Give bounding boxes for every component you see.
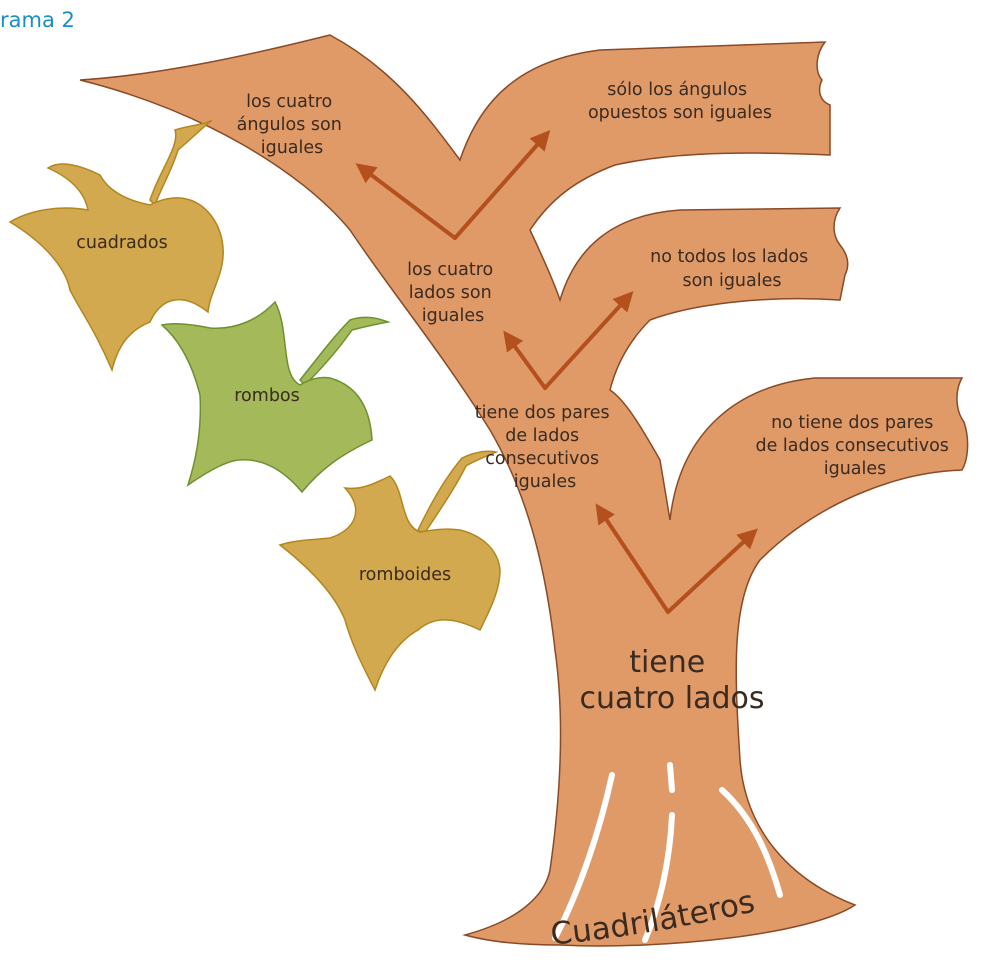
arrow <box>453 130 551 240</box>
tree-trunk-shape <box>79 34 969 947</box>
branch-label: no todos los lados son iguales <box>650 247 814 291</box>
trunk-vein <box>719 787 783 898</box>
branch-label: los cuatro lados son iguales <box>407 260 499 326</box>
branch-label: sólo los ángulos opuestos son iguales <box>588 80 772 123</box>
leaf-stem <box>149 119 213 207</box>
leaf-stem <box>417 450 499 536</box>
branch-label: tiene dos pares de lados consecutivos ig… <box>475 403 616 492</box>
leaf-shape <box>160 300 373 494</box>
arrow <box>355 163 457 240</box>
leaf-stem <box>298 316 391 387</box>
leaf-label: cuadrados <box>76 233 167 253</box>
trunk-vein <box>552 772 615 941</box>
arrow <box>595 503 670 614</box>
arrow <box>666 528 758 614</box>
arrows <box>355 130 758 614</box>
leaf-shape <box>278 475 501 692</box>
trunk-vein <box>667 762 675 793</box>
leaf-romboides: romboides <box>278 450 501 692</box>
trunk-vein <box>642 812 675 943</box>
leaf-label: rombos <box>234 386 300 406</box>
leaf-cuadrados: cuadrados <box>8 119 224 373</box>
leaf-rombos: rombos <box>160 300 391 494</box>
branch-label: los cuatro ángulos son iguales <box>237 92 348 158</box>
leaf-shape <box>8 163 224 373</box>
arrow <box>503 330 547 390</box>
trunk-label: tiene cuatro lados <box>580 645 765 716</box>
arrow <box>543 291 634 390</box>
branch-label: no tiene dos pares de lados consecutivos… <box>755 413 954 479</box>
leaf-label: romboides <box>359 565 451 585</box>
diagram-heading: rama 2 <box>0 8 75 32</box>
